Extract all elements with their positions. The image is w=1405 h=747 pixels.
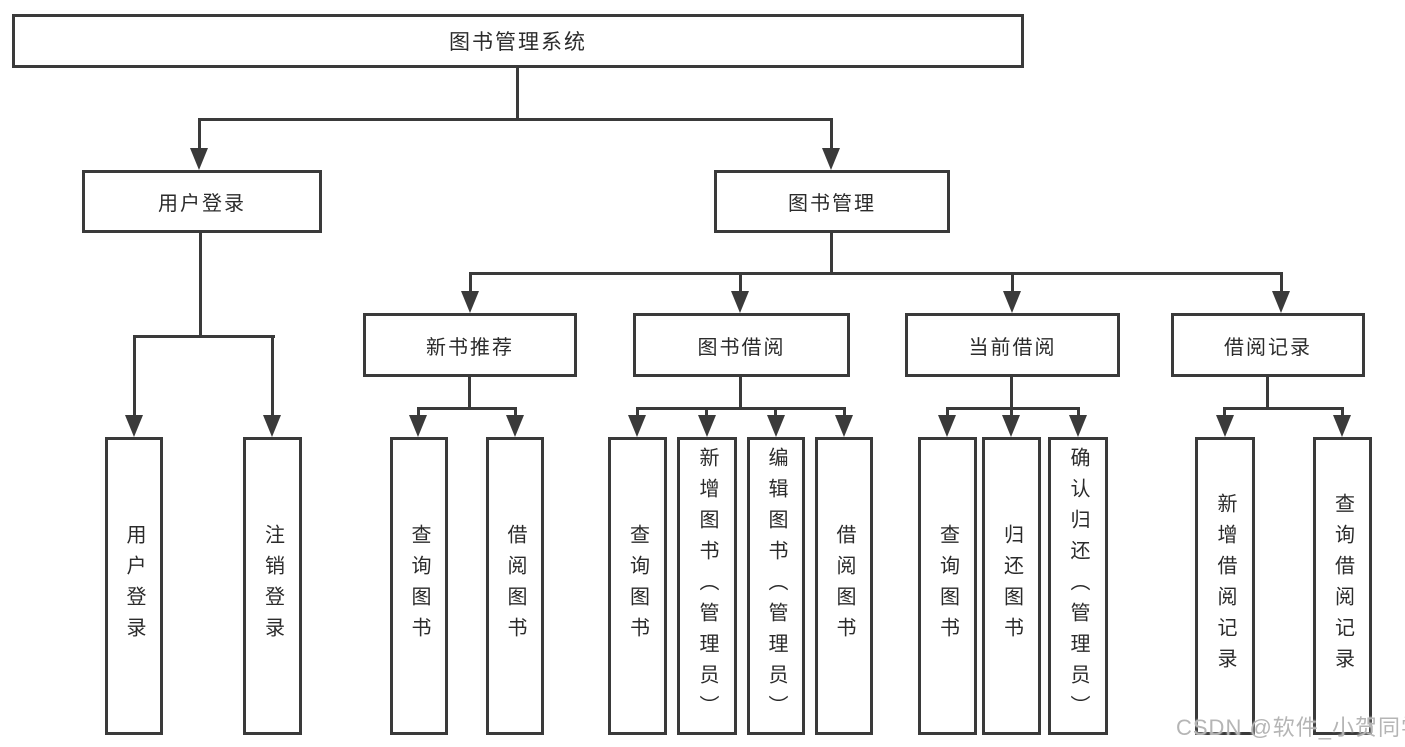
node-book-management: 图书管理 bbox=[714, 170, 950, 233]
node-new-book-recommend: 新书推荐 bbox=[363, 313, 577, 377]
arrow-down-icon bbox=[461, 291, 479, 313]
node-root: 图书管理系统 bbox=[12, 14, 1024, 68]
leaf-query-book-borrowing: 查询图书 bbox=[608, 437, 667, 735]
leaf-confirm-return-admin-label: 确认归还（管理员） bbox=[1067, 446, 1089, 726]
arrow-down-icon bbox=[767, 415, 785, 437]
arrow-down-icon bbox=[835, 415, 853, 437]
arrow-down-icon bbox=[628, 415, 646, 437]
leaf-borrow-book: 借阅图书 bbox=[815, 437, 873, 735]
arrow-down-icon bbox=[263, 415, 281, 437]
connector-line bbox=[469, 272, 1283, 275]
node-current-borrowing-label: 当前借阅 bbox=[968, 336, 1057, 359]
connector-line bbox=[1341, 407, 1344, 416]
leaf-logout-label: 注销登录 bbox=[261, 524, 284, 648]
arrow-down-icon bbox=[938, 415, 956, 437]
leaf-query-book-borrowing-label: 查询图书 bbox=[626, 524, 649, 648]
node-current-borrowing: 当前借阅 bbox=[905, 313, 1120, 377]
leaf-return-book: 归还图书 bbox=[982, 437, 1041, 735]
connector-line bbox=[1011, 272, 1014, 292]
node-book-management-label: 图书管理 bbox=[788, 193, 876, 215]
leaf-user-login: 用户登录 bbox=[105, 437, 163, 735]
leaf-edit-book-admin: 编辑图书（管理员） bbox=[747, 437, 805, 735]
connector-line bbox=[469, 272, 472, 292]
leaf-query-borrow-record-label: 查询借阅记录 bbox=[1331, 493, 1354, 679]
leaf-logout: 注销登录 bbox=[243, 437, 302, 735]
node-book-borrowing: 图书借阅 bbox=[633, 313, 850, 377]
leaf-edit-book-admin-label: 编辑图书（管理员） bbox=[765, 446, 787, 726]
connector-line bbox=[271, 335, 274, 417]
leaf-add-book-admin-label: 新增图书（管理员） bbox=[696, 446, 718, 726]
node-user-login: 用户登录 bbox=[82, 170, 322, 233]
connector-line bbox=[417, 407, 517, 410]
leaf-query-book-current: 查询图书 bbox=[918, 437, 977, 735]
arrow-down-icon bbox=[190, 148, 208, 170]
connector-line bbox=[199, 233, 202, 335]
leaf-query-borrow-record: 查询借阅记录 bbox=[1313, 437, 1372, 735]
node-root-label: 图书管理系统 bbox=[449, 31, 587, 54]
connector-line bbox=[133, 335, 136, 417]
leaf-borrow-book-recommend: 借阅图书 bbox=[486, 437, 544, 735]
arrow-down-icon bbox=[125, 415, 143, 437]
csdn-watermark: CSDN @软件_小贺同学 bbox=[1176, 715, 1405, 740]
arrow-down-icon bbox=[698, 415, 716, 437]
connector-line bbox=[1010, 407, 1013, 416]
leaf-borrow-book-recommend-label: 借阅图书 bbox=[504, 524, 526, 648]
node-borrowing-records-label: 借阅记录 bbox=[1224, 336, 1312, 359]
arrow-down-icon bbox=[1272, 291, 1290, 313]
arrow-down-icon bbox=[731, 291, 749, 313]
connector-line bbox=[1077, 407, 1080, 416]
leaf-query-book-current-label: 查询图书 bbox=[936, 524, 959, 648]
connector-line bbox=[739, 377, 742, 407]
leaf-borrow-book-label: 借阅图书 bbox=[833, 524, 855, 648]
connector-line bbox=[946, 407, 949, 416]
leaf-user-login-label: 用户登录 bbox=[123, 524, 145, 648]
leaf-query-book-recommend-label: 查询图书 bbox=[408, 524, 430, 648]
connector-line bbox=[1280, 272, 1283, 292]
connector-line bbox=[705, 407, 708, 416]
connector-line bbox=[198, 118, 201, 150]
node-book-borrowing-label: 图书借阅 bbox=[697, 336, 786, 359]
connector-line bbox=[133, 335, 275, 338]
connector-line bbox=[946, 407, 1080, 410]
leaf-confirm-return-admin: 确认归还（管理员） bbox=[1048, 437, 1108, 735]
arrow-down-icon bbox=[1216, 415, 1234, 437]
connector-line bbox=[417, 407, 420, 416]
leaf-add-borrow-record-label: 新增借阅记录 bbox=[1214, 493, 1236, 679]
connector-line bbox=[514, 407, 517, 416]
connector-line bbox=[636, 407, 846, 410]
arrow-down-icon bbox=[506, 415, 524, 437]
node-borrowing-records: 借阅记录 bbox=[1171, 313, 1365, 377]
connector-line bbox=[843, 407, 846, 416]
leaf-return-book-label: 归还图书 bbox=[1000, 524, 1023, 648]
connector-line bbox=[198, 118, 833, 121]
connector-line bbox=[739, 272, 742, 292]
connector-line bbox=[830, 233, 833, 272]
connector-line bbox=[468, 377, 471, 407]
node-new-book-recommend-label: 新书推荐 bbox=[426, 336, 514, 359]
connector-line bbox=[1223, 407, 1344, 410]
arrow-down-icon bbox=[1002, 415, 1020, 437]
leaf-add-book-admin: 新增图书（管理员） bbox=[677, 437, 737, 735]
connector-line bbox=[1266, 377, 1269, 407]
arrow-down-icon bbox=[409, 415, 427, 437]
connector-line bbox=[1010, 377, 1013, 407]
arrow-down-icon bbox=[1333, 415, 1351, 437]
arrow-down-icon bbox=[1069, 415, 1087, 437]
arrow-down-icon bbox=[1003, 291, 1021, 313]
arrow-down-icon bbox=[822, 148, 840, 170]
connector-line bbox=[1223, 407, 1226, 416]
connector-line bbox=[636, 407, 639, 416]
leaf-add-borrow-record: 新增借阅记录 bbox=[1195, 437, 1255, 735]
connector-line bbox=[516, 68, 519, 118]
leaf-query-book-recommend: 查询图书 bbox=[390, 437, 448, 735]
node-user-login-label: 用户登录 bbox=[158, 193, 246, 215]
connector-line bbox=[830, 118, 833, 150]
connector-line bbox=[774, 407, 777, 416]
